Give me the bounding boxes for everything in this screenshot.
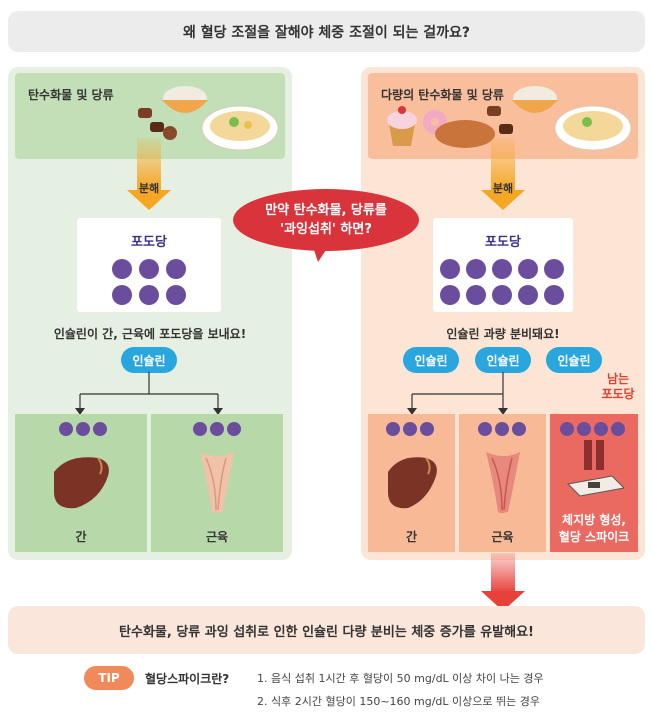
glucose-dot xyxy=(492,285,512,305)
glucose-dot xyxy=(492,259,512,279)
right-statement: 인슐린 과량 분비돼요! xyxy=(368,325,638,342)
left-connector xyxy=(70,372,230,417)
body-fat-label-line-2: 혈당 스파이크 xyxy=(550,529,638,546)
body-fat-dots xyxy=(560,422,630,438)
glucose-dot xyxy=(139,259,159,279)
remaining-glucose-line-2: 포도당 xyxy=(596,387,640,402)
left-insulin-badge: 인슐린 xyxy=(121,347,177,373)
right-arrow-label: 분해 xyxy=(481,180,525,196)
left-down-arrow-icon xyxy=(127,138,171,212)
left-muscle-dots xyxy=(193,422,243,438)
right-muscle-dots xyxy=(478,422,528,438)
glucose-dot xyxy=(166,259,186,279)
overeating-bubble: 만약 탄수화물, 당류를 '과잉섭취' 하면? xyxy=(233,189,419,251)
left-muscle-label: 근육 xyxy=(151,528,283,545)
left-statement: 인슐린이 간, 근육에 포도당을 보내요! xyxy=(15,325,285,342)
right-glucose-title: 포도당 xyxy=(433,231,573,250)
glucose-dot xyxy=(466,285,486,305)
body-fat-label-line-1: 체지방 형성, xyxy=(550,512,638,529)
glucose-dot xyxy=(112,285,132,305)
page-title: 왜 혈당 조절을 잘해야 체중 조절이 되는 걸까요? xyxy=(8,11,645,52)
tip-item-1: 1. 음식 섭취 1시간 후 혈당이 50 mg/dL 이상 차이 나는 경우 xyxy=(257,670,544,686)
glucose-dot xyxy=(466,259,486,279)
conclusion-bar: 탄수화물, 당류 과잉 섭취로 인한 인슐린 다량 분비는 체중 증가를 유발해… xyxy=(8,606,645,654)
left-glucose-title: 포도당 xyxy=(77,231,221,250)
bubble-line-1: 만약 탄수화물, 당류를 xyxy=(265,201,387,220)
right-insulin-badge-3: 인슐린 xyxy=(546,347,602,373)
right-connector xyxy=(400,372,600,417)
glucose-dot xyxy=(440,259,460,279)
right-liver-dots xyxy=(386,422,436,438)
glucose-dot xyxy=(544,259,564,279)
bubble-tail xyxy=(308,244,338,264)
glucose-dot xyxy=(518,285,538,305)
tip-item-2: 2. 식후 2시간 혈당이 150~160 mg/dL 이상으로 뛰는 경우 xyxy=(257,693,540,709)
right-insulin-badge-1: 인슐린 xyxy=(403,347,459,373)
right-glucose-dots xyxy=(440,259,566,305)
left-arrow-label: 분해 xyxy=(127,180,171,196)
remaining-glucose-line-1: 남는 xyxy=(596,372,640,387)
glucose-dot xyxy=(518,259,538,279)
right-liver-icon xyxy=(382,452,442,512)
body-fat-label: 체지방 형성, 혈당 스파이크 xyxy=(550,512,638,546)
glucose-dot xyxy=(166,285,186,305)
muscle-icon xyxy=(196,450,240,516)
glucose-dot xyxy=(139,285,159,305)
bubble-line-2: '과잉섭취' 하면? xyxy=(280,220,372,239)
left-food-label: 탄수화물 및 당류 xyxy=(28,86,114,103)
glucose-dot xyxy=(112,259,132,279)
liver-icon xyxy=(48,452,114,512)
glucose-dot xyxy=(544,285,564,305)
left-liver-dots xyxy=(59,422,109,438)
right-liver-label: 간 xyxy=(368,528,455,545)
right-muscle-icon xyxy=(482,450,526,516)
right-down-arrow-icon xyxy=(481,138,525,212)
weight-scale-icon xyxy=(566,440,624,502)
weight-gain-arrow-icon xyxy=(481,553,525,611)
glucose-dot xyxy=(440,285,460,305)
left-glucose-dots xyxy=(112,259,188,305)
tip-title: 혈당스파이크란? xyxy=(145,670,229,687)
right-insulin-badge-2: 인슐린 xyxy=(475,347,531,373)
remaining-glucose-label: 남는 포도당 xyxy=(596,372,640,402)
right-muscle-label: 근육 xyxy=(459,528,546,545)
left-liver-label: 간 xyxy=(15,528,147,545)
tip-badge: TIP xyxy=(84,666,134,690)
